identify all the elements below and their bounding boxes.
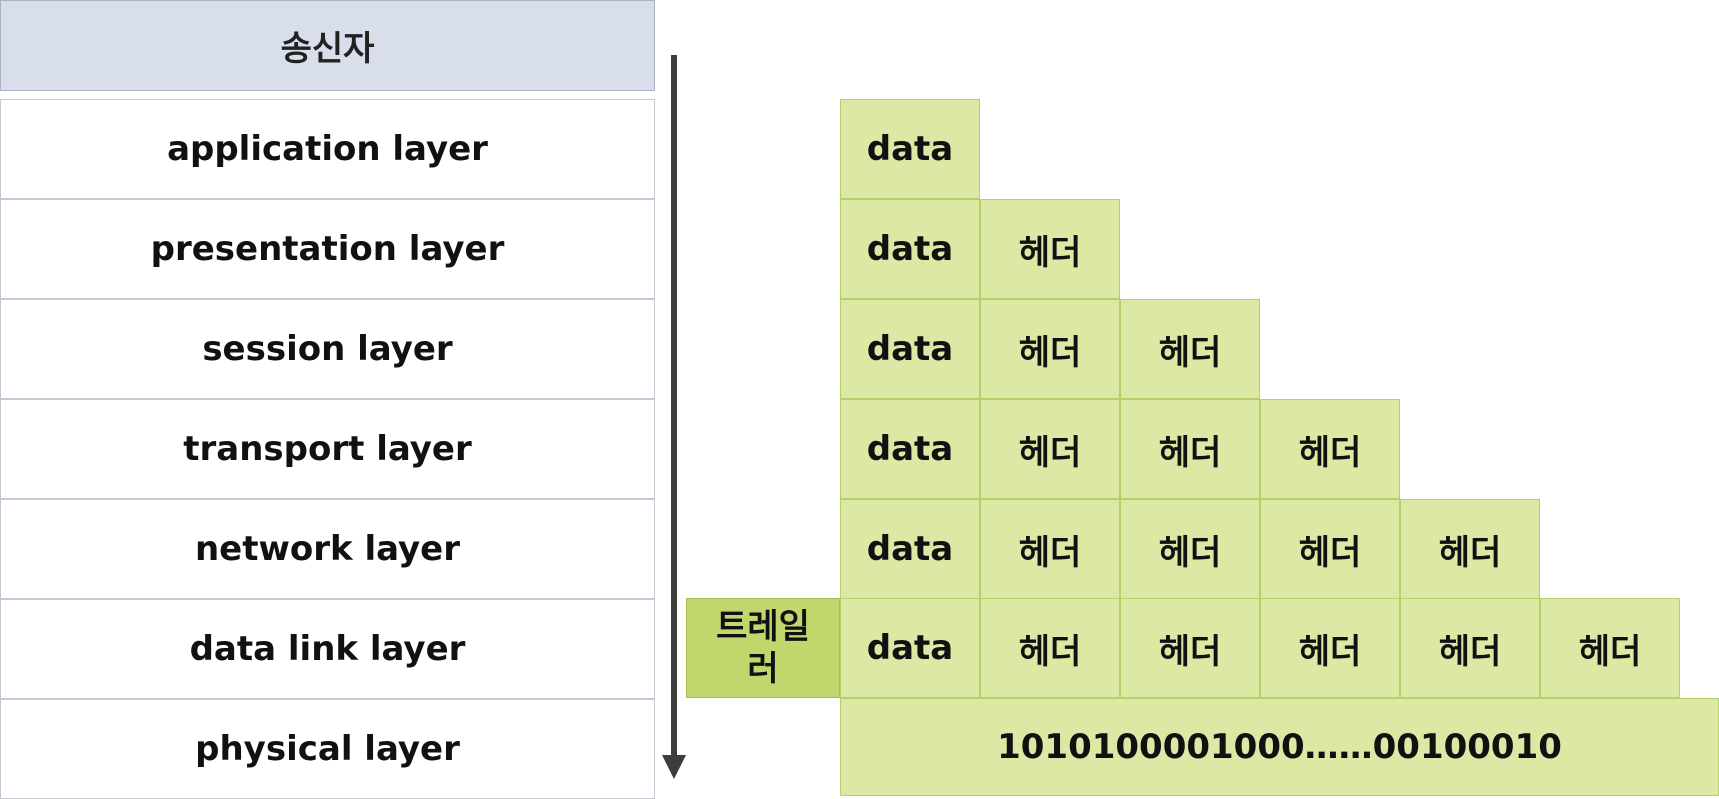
data-cell: data — [840, 199, 980, 299]
header-cell: 헤더 — [1120, 598, 1260, 698]
header-cell: 헤더 — [1120, 299, 1260, 399]
layer-row-data-link: data link layer — [0, 599, 655, 699]
header-cell: 헤더 — [1400, 499, 1540, 599]
header-cell: 헤더 — [980, 499, 1120, 599]
header-cell: 헤더 — [1260, 499, 1400, 599]
layer-row-application: application layer — [0, 99, 655, 199]
header-cell: 헤더 — [980, 598, 1120, 698]
layer-row-session: session layer — [0, 299, 655, 399]
header-cell: 헤더 — [980, 399, 1120, 499]
header-cell: 헤더 — [1400, 598, 1540, 698]
arrow-down-icon — [662, 755, 686, 779]
header-cell: 헤더 — [1120, 499, 1260, 599]
data-cell: data — [840, 99, 980, 199]
layer-row-network: network layer — [0, 499, 655, 599]
header-cell: 헤더 — [1540, 598, 1680, 698]
header-cell: 헤더 — [1260, 399, 1400, 499]
layer-row-physical: physical layer — [0, 699, 655, 799]
downward-arrow-line — [671, 55, 677, 760]
data-cell: data — [840, 499, 980, 599]
data-cell: data — [840, 399, 980, 499]
header-cell: 헤더 — [1260, 598, 1400, 698]
sender-header: 송신자 — [0, 0, 655, 91]
layer-row-presentation: presentation layer — [0, 199, 655, 299]
data-cell: data — [840, 299, 980, 399]
data-cell: data — [840, 598, 980, 698]
trailer-cell: 트레일러 — [686, 598, 840, 698]
layer-row-transport: transport layer — [0, 399, 655, 499]
bit-stream: 1010100001000……00100010 — [840, 698, 1719, 796]
header-cell: 헤더 — [980, 199, 1120, 299]
header-cell: 헤더 — [1120, 399, 1260, 499]
header-cell: 헤더 — [980, 299, 1120, 399]
